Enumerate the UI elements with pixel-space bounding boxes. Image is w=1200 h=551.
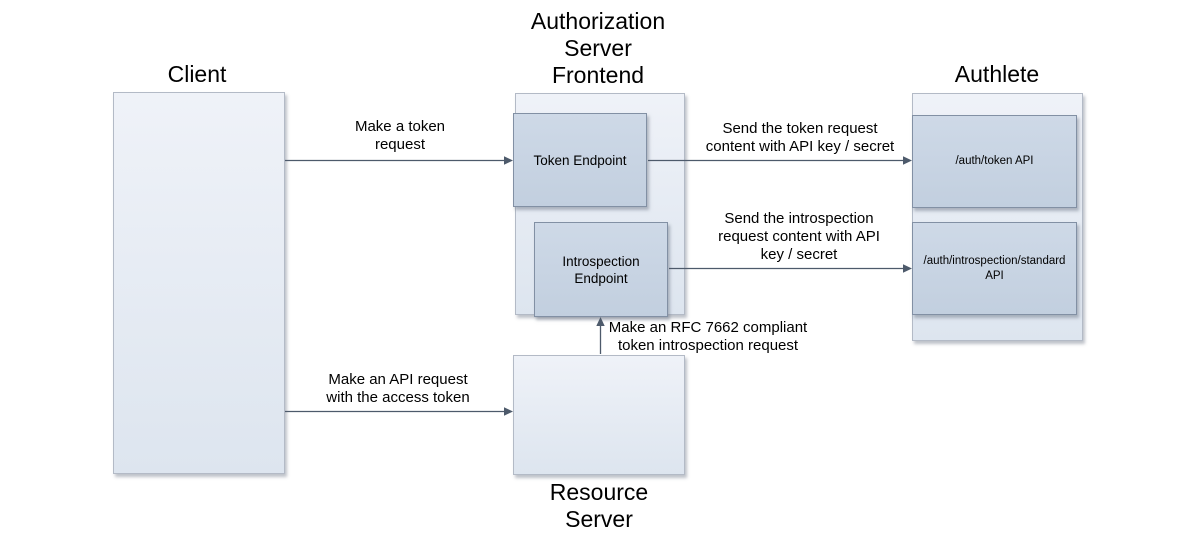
send-token-request-label: Send the token request content with API … <box>705 120 895 155</box>
make-token-request-label: Make a token request <box>354 118 446 153</box>
arrow-make-api-request <box>285 407 513 416</box>
auth-introspection-api-label: /auth/introspection/standard API <box>923 254 1066 282</box>
resource-server-box <box>513 355 685 475</box>
client-title: Client <box>167 61 227 87</box>
authlete-title: Authlete <box>954 61 1040 87</box>
arrow-make-rfc7662-request <box>596 317 605 354</box>
auth-introspection-api-box: /auth/introspection/standard API <box>912 222 1077 315</box>
auth-token-api-label: /auth/token API <box>955 155 1034 167</box>
auth-token-api-box: /auth/token API <box>912 115 1077 208</box>
introspection-endpoint-label: Introspection Endpoint <box>562 253 640 286</box>
arrow-send-token-request <box>648 156 912 165</box>
make-api-request-label: Make an API request with the access toke… <box>326 371 470 406</box>
introspection-endpoint-box: Introspection Endpoint <box>534 222 668 317</box>
resource-server-title: Resource Server <box>549 479 649 532</box>
make-rfc7662-request-label: Make an RFC 7662 compliant token introsp… <box>608 319 808 354</box>
token-endpoint-box: Token Endpoint <box>513 113 647 207</box>
arrow-send-introspection-request <box>669 264 912 273</box>
client-box <box>113 92 285 474</box>
authorization-server-frontend-title: Authorization Server Frontend <box>530 8 666 88</box>
token-endpoint-label: Token Endpoint <box>533 152 627 168</box>
send-introspection-request-label: Send the introspection request content w… <box>718 210 880 263</box>
arrow-make-token-request <box>285 156 513 165</box>
